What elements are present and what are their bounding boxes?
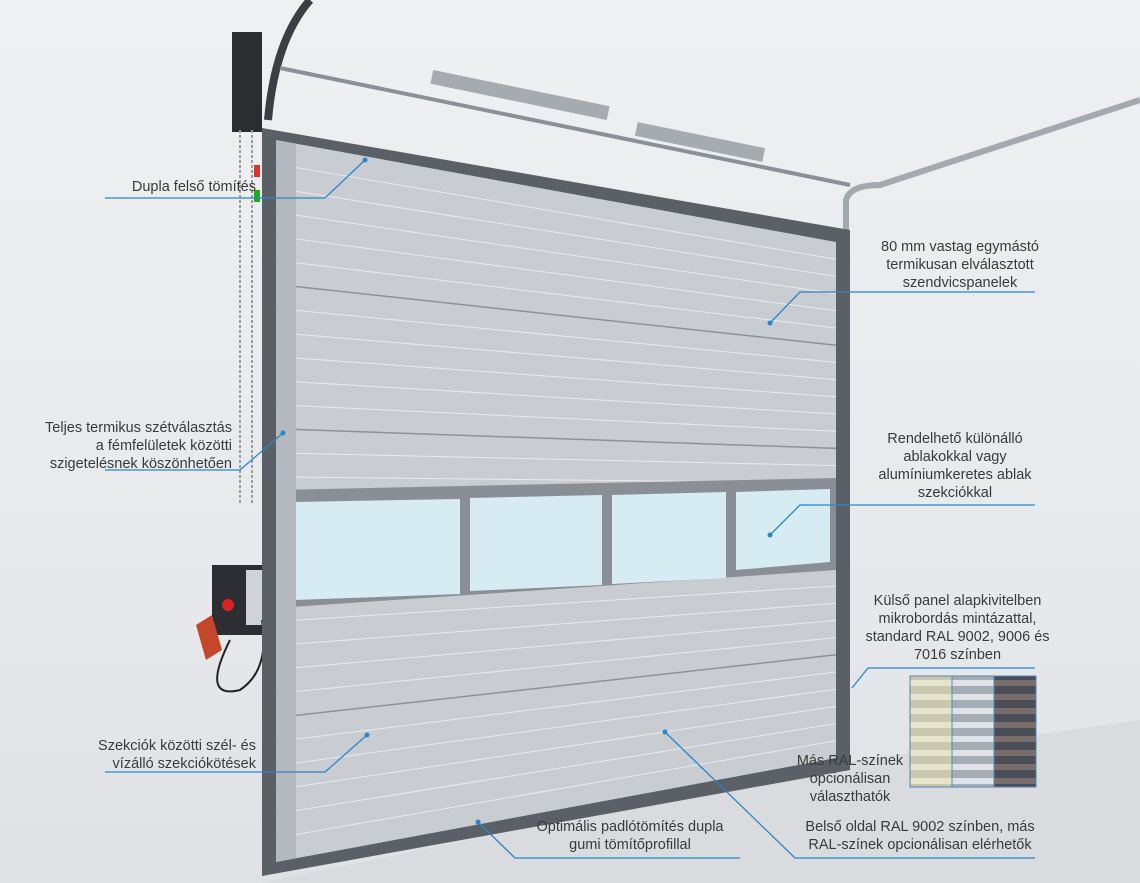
callout-line xyxy=(105,734,368,773)
torsion-spring xyxy=(634,122,766,162)
swatch-stripe xyxy=(910,750,952,756)
color-swatches xyxy=(909,675,1037,788)
swatch-stripe xyxy=(952,750,994,756)
green-handle xyxy=(254,190,260,202)
panel-rib xyxy=(275,740,837,839)
panel-rib xyxy=(275,428,837,450)
swatch-stripe xyxy=(994,722,1036,728)
red-handle xyxy=(254,165,260,177)
label-windows: Rendelhető különálló ablakokkal vagy alu… xyxy=(878,431,1032,501)
callout-dot xyxy=(475,819,481,825)
swatch-stripe xyxy=(910,694,952,700)
panel-rib xyxy=(275,585,837,622)
panel-rib xyxy=(275,380,837,415)
swatch-stripe xyxy=(952,694,994,700)
callout-dot xyxy=(767,532,773,538)
swatch-stripe xyxy=(994,736,1036,742)
panel-rib xyxy=(275,404,837,432)
label-floor-seal: Optimális padlótömítés dupla gumi tömítő… xyxy=(536,819,724,853)
control-panel xyxy=(246,570,262,625)
swatch-stripe xyxy=(910,722,952,728)
label-section-joints: Szekciók közötti szél- és vízálló szekci… xyxy=(98,738,256,772)
left-track xyxy=(264,0,314,121)
callout-dot xyxy=(662,729,668,735)
door-stile xyxy=(276,140,296,862)
callout-line xyxy=(769,291,1035,324)
panel-rib xyxy=(275,211,837,295)
swatch-stripe xyxy=(994,694,1036,700)
swatch-stripe xyxy=(952,778,994,784)
swatch-stripe xyxy=(910,736,952,742)
window-pane xyxy=(736,489,830,570)
swatch-ral-7016 xyxy=(993,675,1037,788)
emergency-stop xyxy=(222,599,234,611)
callout-line xyxy=(477,821,740,859)
callout-dot xyxy=(280,430,286,436)
panel-rib xyxy=(275,259,837,329)
label-thermal-break: Teljes termikus szétválasztás a fémfelül… xyxy=(45,420,232,472)
spring-shaft xyxy=(279,66,851,187)
swatch-stripe xyxy=(994,680,1036,686)
swatch-stripe xyxy=(994,708,1036,714)
swatch-stripe xyxy=(910,708,952,714)
motor-operator xyxy=(232,32,262,132)
callout-line xyxy=(105,432,284,471)
torsion-spring xyxy=(430,70,610,120)
label-outer-panel: Külső panel alapkivitelben mikrobordás m… xyxy=(865,593,1050,663)
callout-line xyxy=(851,667,1035,689)
callout-dot xyxy=(362,157,368,163)
panel-rib xyxy=(275,602,837,646)
panel-rib xyxy=(275,723,837,815)
panel-rib xyxy=(275,705,837,791)
panel-rib xyxy=(275,654,837,719)
swatch-stripe xyxy=(952,680,994,686)
label-inner-side: Belső oldal RAL 9002 színben, más RAL-sz… xyxy=(805,819,1035,853)
swatch-stripe xyxy=(952,708,994,714)
swatch-ral-9006 xyxy=(951,675,995,788)
panel-rib xyxy=(275,187,837,277)
swatch-stripe xyxy=(910,764,952,770)
swatch-stripe xyxy=(910,778,952,784)
window-pane xyxy=(470,495,602,591)
panel-rib xyxy=(275,307,837,363)
panel-rib xyxy=(275,452,837,467)
swatch-stripe xyxy=(994,764,1036,770)
swatch-stripe xyxy=(952,764,994,770)
callout-dot xyxy=(767,320,773,326)
label-other-ral: Más RAL-színek opcionálisan választhatók xyxy=(796,753,904,805)
window-pane xyxy=(294,499,460,600)
panel-rib xyxy=(275,619,837,670)
swatch-stripe xyxy=(952,736,994,742)
swatch-stripe xyxy=(994,750,1036,756)
panel-rib xyxy=(275,356,837,398)
swatch-stripe xyxy=(910,680,952,686)
right-track xyxy=(843,97,1140,240)
panel-rib xyxy=(275,637,837,695)
callout-line xyxy=(769,504,1035,536)
panel-rib xyxy=(275,235,837,312)
window-pane xyxy=(612,492,726,584)
swatch-stripe xyxy=(952,722,994,728)
panel-rib xyxy=(275,283,837,346)
label-top-seal: Dupla felső tömítés xyxy=(131,179,256,195)
plug xyxy=(196,615,222,660)
panel-rib xyxy=(275,688,837,767)
panel-rib xyxy=(275,332,837,381)
callout-line xyxy=(105,159,366,199)
label-panels: 80 mm vastag egymástó termikusan elválas… xyxy=(881,239,1039,291)
panel-rib xyxy=(275,163,837,260)
swatch-stripe xyxy=(994,778,1036,784)
callout-dot xyxy=(364,732,370,738)
panel-rib xyxy=(275,671,837,743)
callout-line xyxy=(664,731,1035,859)
